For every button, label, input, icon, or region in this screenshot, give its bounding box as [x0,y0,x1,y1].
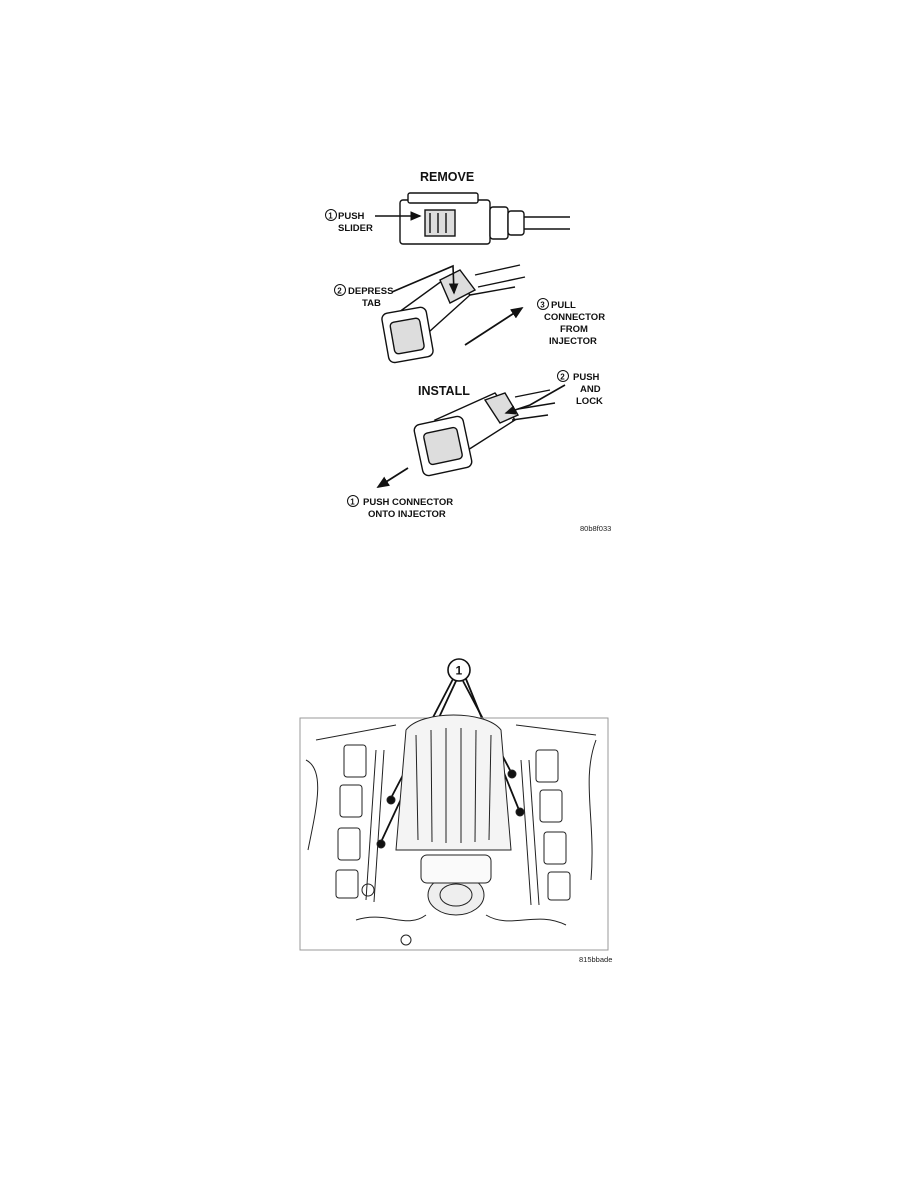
circle-3-label: 3 [540,300,545,309]
connector-install-drawing [413,389,556,477]
push-lock-arrow [504,384,566,415]
callout-label: 1 [456,664,463,678]
pull-label-2: CONNECTOR [544,312,605,323]
depress-tab-arrow [391,264,459,295]
pull-label-1: PULL [551,300,576,311]
push-connector-arrow [376,467,409,488]
connector-remove-install-figure: REMOVE 1 PUSH SLIDER 2 DEPRESS TAB 3 PUL… [300,165,620,545]
connector-top-drawing [399,192,570,245]
install-circle-2-label: 2 [560,372,565,381]
pull-label-3: FROM [560,324,588,335]
push-slider-label-1: PUSH [338,211,365,222]
connector-illustration: REMOVE 1 PUSH SLIDER 2 DEPRESS TAB 3 PUL… [325,170,611,533]
engine-injector-figure: 1 [296,650,616,970]
figure-1-code: 80b8f033 [580,524,611,533]
circle-2-label: 2 [337,286,342,295]
figure-2-code: 815bbade [579,955,612,964]
push-lock-label-2: AND [580,384,601,395]
depress-tab-label-2: TAB [362,298,381,309]
pull-label-4: INJECTOR [549,336,597,347]
remove-heading: REMOVE [420,170,474,184]
engine-illustration: 1 [299,658,612,964]
push-lock-label-3: LOCK [576,396,603,407]
callout-circle [447,658,471,682]
push-lock-label-1: PUSH [573,372,600,383]
engine-drawing [299,714,609,951]
push-connector-label-2: ONTO INJECTOR [368,509,446,520]
depress-tab-label-1: DEPRESS [348,286,393,297]
pull-arrow [464,307,524,346]
push-connector-label-1: PUSH CONNECTOR [363,497,453,508]
install-circle-1-label: 1 [350,497,355,506]
install-heading: INSTALL [418,384,470,398]
push-slider-label-2: SLIDER [338,223,373,234]
circle-1-label: 1 [328,211,333,220]
